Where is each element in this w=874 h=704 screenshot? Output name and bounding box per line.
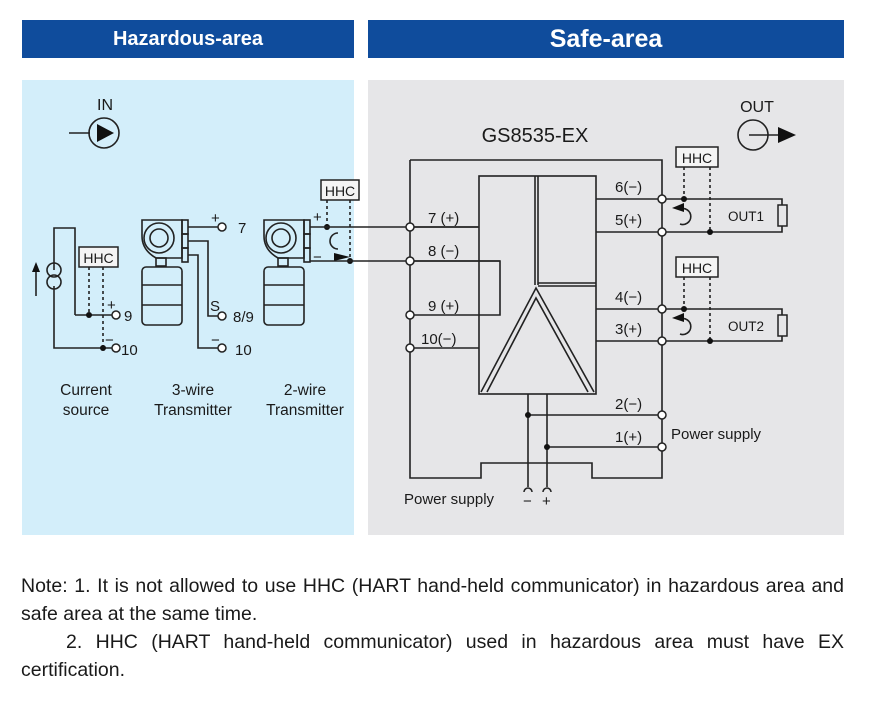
terminal-2-label: 2(−) (615, 396, 642, 413)
output-arrow-icon: OUT (737, 99, 796, 151)
terminal-9-label: 9 (+) (428, 298, 459, 315)
model-name: GS8535-EX (482, 125, 589, 147)
two-wire-transmitter: + − 2-wire Transmitter HHC (263, 179, 360, 419)
terminal-8-9: 8/9 (233, 309, 254, 326)
terminal-8-label: 8 (−) (428, 243, 459, 260)
terminal-6-label: 6(−) (615, 179, 642, 196)
svg-text:S: S (210, 298, 220, 315)
notes: Note: 1. It is not allowed to use HHC (H… (21, 572, 844, 684)
hhc-label-out1: HHC (682, 150, 712, 166)
svg-text:−: − (523, 493, 532, 510)
svg-text:source: source (63, 402, 110, 419)
svg-text:+: + (211, 210, 220, 227)
terminal-7: 7 (238, 220, 246, 237)
three-wire-label: 3-wire (172, 382, 214, 399)
terminal-10-label: 10(−) (421, 331, 456, 348)
wiring-diagram: IN HHC + − 9 10 Current source (32, 97, 796, 510)
three-wire-transmitter: + S − 7 8/9 10 3-wire Transmitter (141, 210, 254, 419)
note-2: 2. HHC (HART hand-held communicator) use… (21, 631, 844, 681)
hazardous-area-header: Hazardous-area (22, 20, 354, 58)
terminal-4-label: 4(−) (615, 289, 642, 306)
out2-loop: OUT2 HHC (662, 256, 788, 344)
out1-label: OUT1 (728, 209, 764, 224)
svg-text:+: + (542, 493, 551, 510)
hhc-label-current: HHC (83, 250, 113, 266)
out-label: OUT (740, 99, 774, 116)
hhc-label-out2: HHC (682, 260, 712, 276)
terminal-10b: 10 (235, 342, 252, 359)
terminal-5-label: 5(+) (615, 212, 642, 229)
svg-text:Transmitter: Transmitter (154, 402, 232, 419)
terminal-7-label: 7 (+) (428, 210, 459, 227)
input-arrow-icon: IN (69, 97, 120, 149)
power-supply-label-right: Power supply (671, 426, 762, 443)
hhc-label-2wire: HHC (325, 183, 355, 199)
current-source: HHC + − 9 10 Current source (32, 227, 138, 419)
two-wire-label: 2-wire (284, 382, 326, 399)
out1-loop: OUT1 HHC (662, 146, 788, 235)
svg-text:−: − (313, 249, 322, 266)
terminal-10: 10 (121, 342, 138, 359)
terminal-1-label: 1(+) (615, 429, 642, 446)
svg-text:Transmitter: Transmitter (266, 402, 344, 419)
safe-area-header: Safe-area (368, 20, 844, 58)
terminal-3-label: 3(+) (615, 321, 642, 338)
out2-label: OUT2 (728, 319, 764, 334)
current-arrow-icon (32, 262, 40, 272)
in-label: IN (97, 97, 113, 114)
hazardous-area-panel (22, 80, 354, 535)
note-1: Note: 1. It is not allowed to use HHC (H… (21, 575, 844, 625)
current-source-label: Current (60, 382, 112, 399)
svg-text:+: + (313, 209, 322, 226)
terminal-9: 9 (124, 308, 132, 325)
svg-text:−: − (105, 332, 114, 349)
safe-area-panel (368, 80, 844, 535)
power-supply-label-bottom: Power supply (404, 491, 495, 508)
svg-text:+: + (107, 297, 116, 314)
svg-text:−: − (211, 332, 220, 349)
